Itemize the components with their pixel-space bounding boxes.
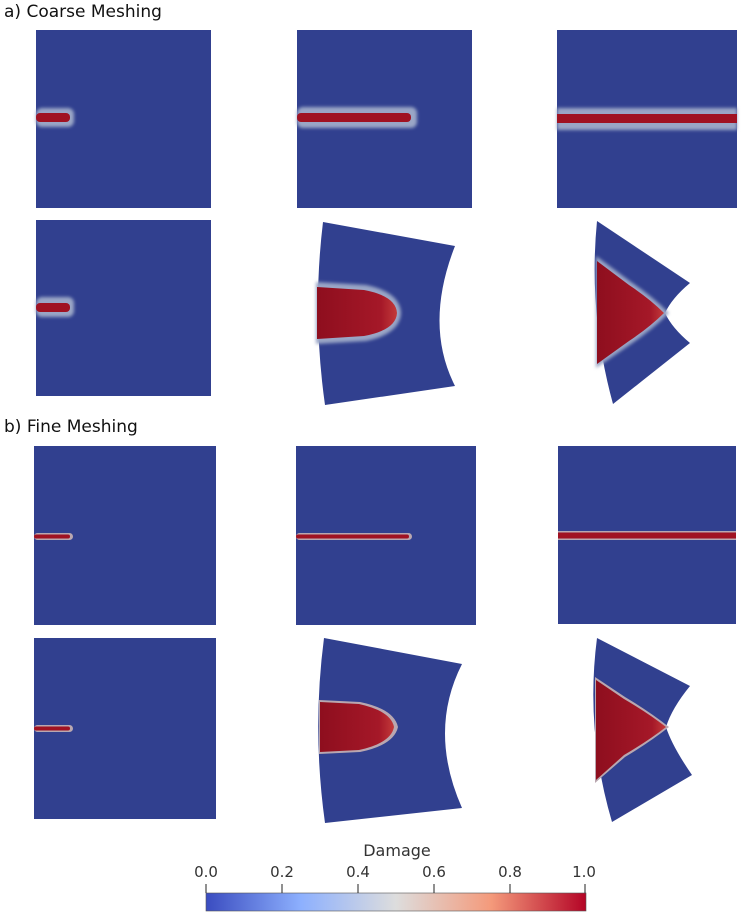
fine-panel-1 [34,446,216,625]
coarse-panel-2 [297,30,472,208]
fine-panel-6 [593,638,692,822]
colorbar-tick-label: 1.0 [572,863,596,881]
coarse-panel-6 [594,221,690,404]
colorbar-tick-label: 0.0 [194,863,218,881]
colorbar-gradient [205,892,587,912]
colorbar-tick-label: 0.8 [498,863,522,881]
fine-panel-2 [296,446,476,625]
colorbar-title: Damage [363,841,431,860]
fine-panel-3 [558,446,736,624]
colorbar-tick-label: 0.2 [270,863,294,881]
colorbar-tick-label: 0.4 [346,863,370,881]
colorbar-tick-label: 0.6 [422,863,446,881]
coarse-panel-4 [36,220,211,396]
fine-panel-5 [318,638,462,823]
coarse-panel-1 [36,30,211,208]
coarse-panel-3 [557,30,737,208]
coarse-panel-5 [316,222,455,405]
colorbar-ticks [205,884,586,893]
section-label-coarse: a) Coarse Meshing [4,2,162,22]
colorbar: Damage 0.0 0.2 0.4 0.6 0.8 1.0 [194,841,596,912]
section-label-fine: b) Fine Meshing [4,417,138,437]
fine-panel-4 [34,638,216,819]
